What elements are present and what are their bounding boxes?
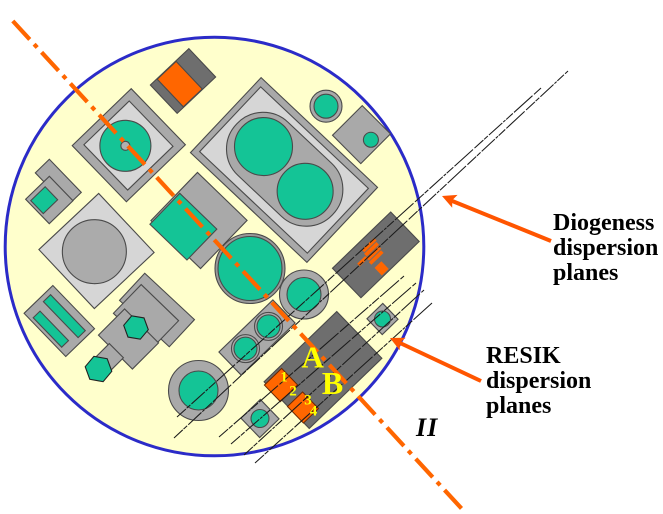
svg-text:B: B bbox=[322, 365, 343, 401]
svg-text:A: A bbox=[302, 340, 325, 375]
svg-text:1: 1 bbox=[280, 370, 288, 386]
svg-text:3: 3 bbox=[304, 393, 312, 409]
svg-text:2: 2 bbox=[289, 384, 297, 400]
svg-text:4: 4 bbox=[310, 404, 318, 420]
